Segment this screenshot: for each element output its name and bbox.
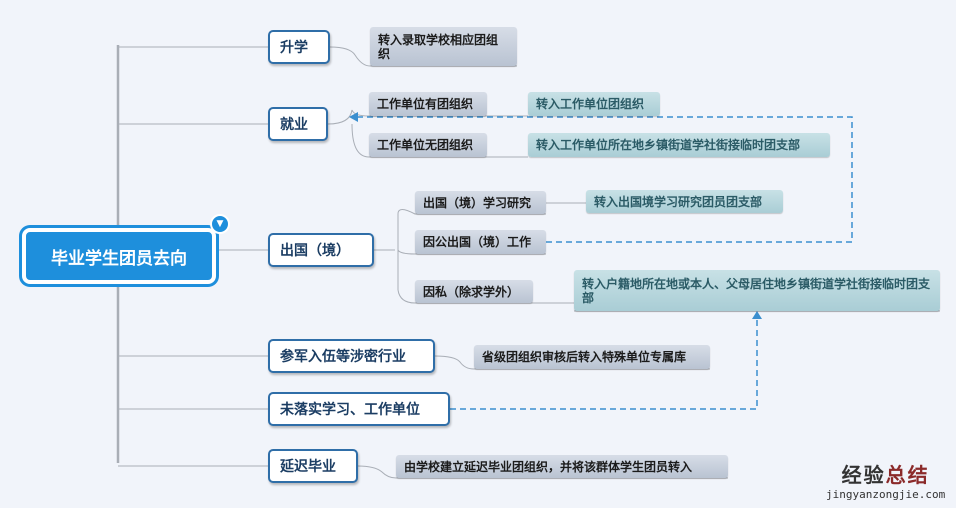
watermark-url: jingyanzongjie.com [826,488,946,501]
node-canjun-result[interactable]: 省级团组织审核后转入特殊单位专属库 [474,345,710,369]
node-study-abroad-result[interactable]: 转入出国境学习研究团员团支部 [586,190,783,213]
watermark-cn-b: 总结 [885,463,930,487]
branch-jiuye[interactable]: 就业 [268,107,328,141]
branch-shengxue[interactable]: 升学 [268,30,330,64]
node-shengxue-result[interactable]: 转入录取学校相应团组织 [370,27,517,66]
node-private-abroad-result[interactable]: 转入户籍地所在地或本人、父母居住地乡镇街道学社街接临时团支部 [574,270,940,311]
node-has-org-result[interactable]: 转入工作单位团组织 [528,92,660,116]
watermark: 经验总结 jingyanzongjie.com [826,459,945,501]
arrow-icon [752,311,762,319]
node-no-org[interactable]: 工作单位无团组织 [369,133,487,157]
node-study-abroad[interactable]: 出国（境）学习研究 [415,191,546,214]
watermark-cn-a: 经验 [841,463,886,487]
node-no-org-result[interactable]: 转入工作单位所在地乡镇街道学社街接临时团支部 [528,133,830,157]
node-official-abroad[interactable]: 因公出国（境）工作 [415,230,546,254]
arrow-icon [349,112,358,122]
node-has-org[interactable]: 工作单位有团组织 [369,92,487,116]
node-private-abroad[interactable]: 因私（除求学外） [415,280,533,303]
branch-weiluoshi[interactable]: 未落实学习、工作单位 [268,392,450,426]
node-yanchi-result[interactable]: 由学校建立延迟毕业团组织，并将该群体学生团员转入 [396,455,728,478]
branch-chuguo[interactable]: 出国（境） [268,233,374,267]
branch-canjun[interactable]: 参军入伍等涉密行业 [268,339,435,373]
collapse-toggle-icon[interactable]: ▼ [210,214,230,234]
root-node[interactable]: 毕业学生团员去向 [22,228,216,284]
branch-yanchi[interactable]: 延迟毕业 [268,449,358,483]
